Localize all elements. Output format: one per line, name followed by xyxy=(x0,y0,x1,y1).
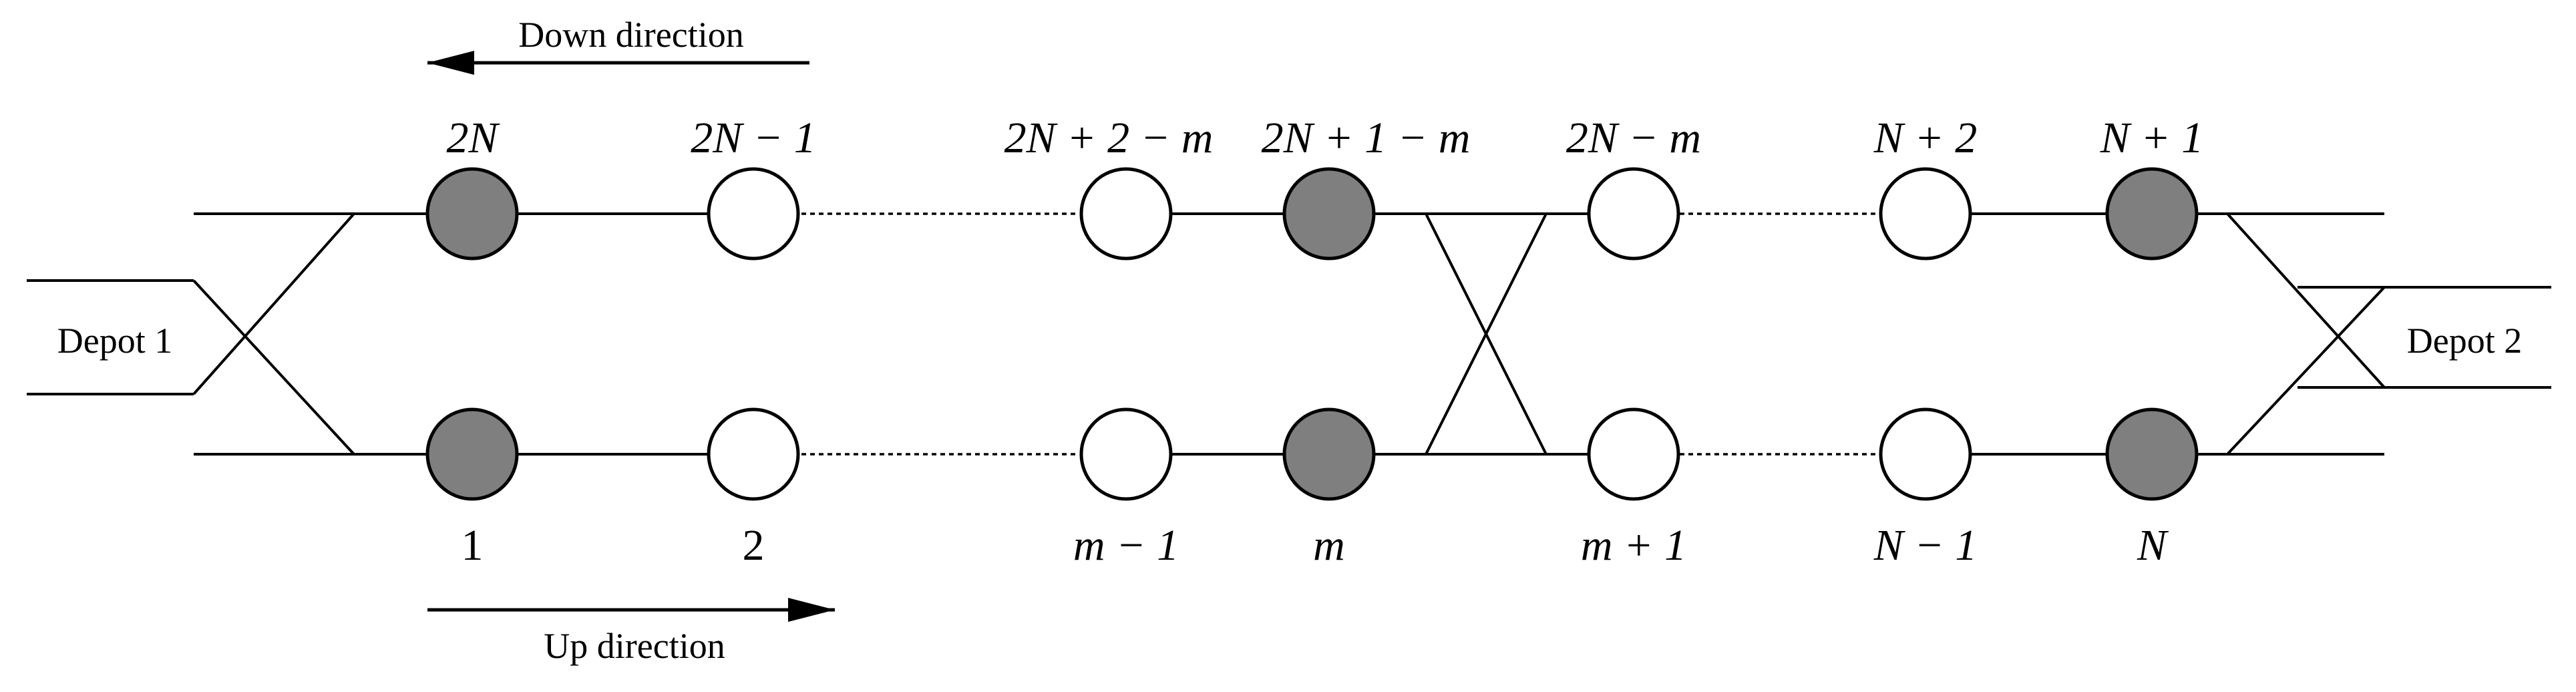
station-top-label: N + 2 xyxy=(1873,114,1978,162)
up-direction-indicator: Up direction xyxy=(427,598,835,666)
station-top-label: 2N + 2 − m xyxy=(1004,114,1214,162)
station-bottom-2 xyxy=(707,407,800,501)
bottom-station-labels: 1 2 m − 1 m m + 1 N − 1 N xyxy=(462,521,2169,570)
up-down-tracks xyxy=(354,212,2384,456)
station-bottom-label: N xyxy=(2137,521,2169,570)
station-bottom-label: N − 1 xyxy=(1873,521,1978,570)
station-top-4 xyxy=(1282,167,1376,261)
middle-crossover xyxy=(1425,213,1547,455)
station-top-label: 2N − m xyxy=(1566,114,1701,162)
station-top-label: 2N xyxy=(446,114,500,162)
station-top-7 xyxy=(2105,167,2199,261)
depot-1-tracks xyxy=(27,212,355,456)
station-top-label: N + 1 xyxy=(2100,114,2204,162)
station-bottom-label: m xyxy=(1313,521,1345,570)
bottom-stations xyxy=(425,407,2199,501)
station-bottom-3 xyxy=(1079,407,1173,501)
station-top-5 xyxy=(1587,167,1680,261)
depot-2-label: Depot 2 xyxy=(2407,321,2522,361)
station-bottom-label: m − 1 xyxy=(1073,521,1179,570)
station-top-3 xyxy=(1079,167,1173,261)
station-bottom-6 xyxy=(1879,407,1972,501)
station-top-label: 2N + 1 − m xyxy=(1262,114,1471,162)
down-direction-indicator: Down direction xyxy=(427,15,809,75)
down-direction-label: Down direction xyxy=(518,15,743,55)
depot-1-label: Depot 1 xyxy=(57,321,172,361)
station-bottom-label: m + 1 xyxy=(1581,521,1686,570)
up-arrowhead-icon xyxy=(788,598,835,622)
depot-2-tracks xyxy=(2226,212,2551,456)
station-top-6 xyxy=(1879,167,1972,261)
station-top-2 xyxy=(707,167,800,261)
up-direction-label: Up direction xyxy=(544,626,725,666)
station-bottom-4 xyxy=(1282,407,1376,501)
top-station-labels: 2N 2N − 1 2N + 2 − m 2N + 1 − m 2N − m N… xyxy=(446,114,2203,162)
station-top-1 xyxy=(425,167,519,261)
station-bottom-7 xyxy=(2105,407,2199,501)
station-bottom-label: 2 xyxy=(743,521,765,570)
station-top-label: 2N − 1 xyxy=(691,114,816,162)
top-stations xyxy=(425,167,2199,261)
station-bottom-5 xyxy=(1587,407,1680,501)
station-bottom-1 xyxy=(425,407,519,501)
station-bottom-label: 1 xyxy=(462,521,484,570)
down-arrowhead-icon xyxy=(427,51,474,75)
